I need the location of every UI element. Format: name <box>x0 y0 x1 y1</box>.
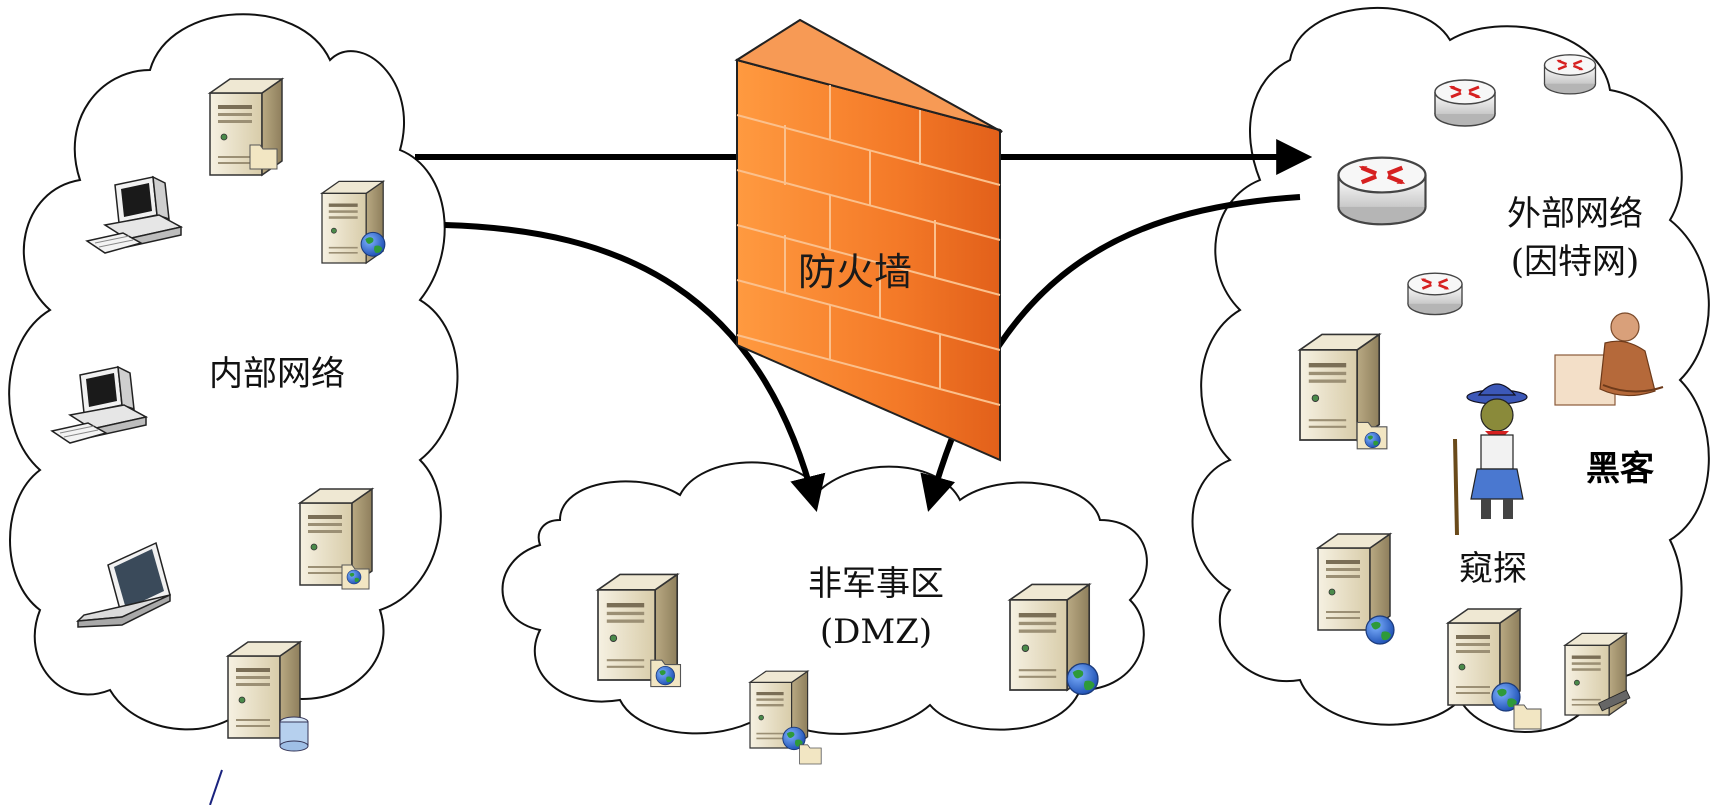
web-server-icon <box>1317 533 1395 645</box>
internal-to-dmz-arrow <box>444 222 826 512</box>
router-icon <box>1433 78 1497 128</box>
server-icon <box>299 488 373 590</box>
router-icon <box>1543 53 1597 96</box>
spy-icon <box>1453 383 1528 536</box>
web-server-icon <box>1298 333 1388 450</box>
external-network-label-line2: (因特网) <box>1511 242 1640 282</box>
router-icon <box>1339 158 1426 225</box>
hacker-icon <box>1554 312 1664 406</box>
server-icon <box>209 78 283 176</box>
dmz-label-line1: 非军事区 <box>808 564 944 604</box>
dmz-label-line2: (DMZ) <box>820 612 932 652</box>
hacker-label: 黑客 <box>1586 449 1654 489</box>
router-icon <box>1406 271 1464 316</box>
spy-label: 窥探 <box>1459 549 1527 589</box>
firewall-icon: 防火墙 <box>734 18 1003 462</box>
laptop-icon <box>76 541 171 628</box>
web-server-icon <box>1008 583 1099 696</box>
web-server-icon <box>321 180 386 264</box>
server-icon <box>1564 632 1631 716</box>
external-network-label-line1: 外部网络 <box>1507 194 1643 234</box>
web-server-icon <box>596 573 682 688</box>
connector-line <box>209 769 223 805</box>
internal-network-label: 内部网络 <box>209 354 345 394</box>
database-server-icon <box>227 641 309 752</box>
firewall-label: 防火墙 <box>798 250 912 294</box>
